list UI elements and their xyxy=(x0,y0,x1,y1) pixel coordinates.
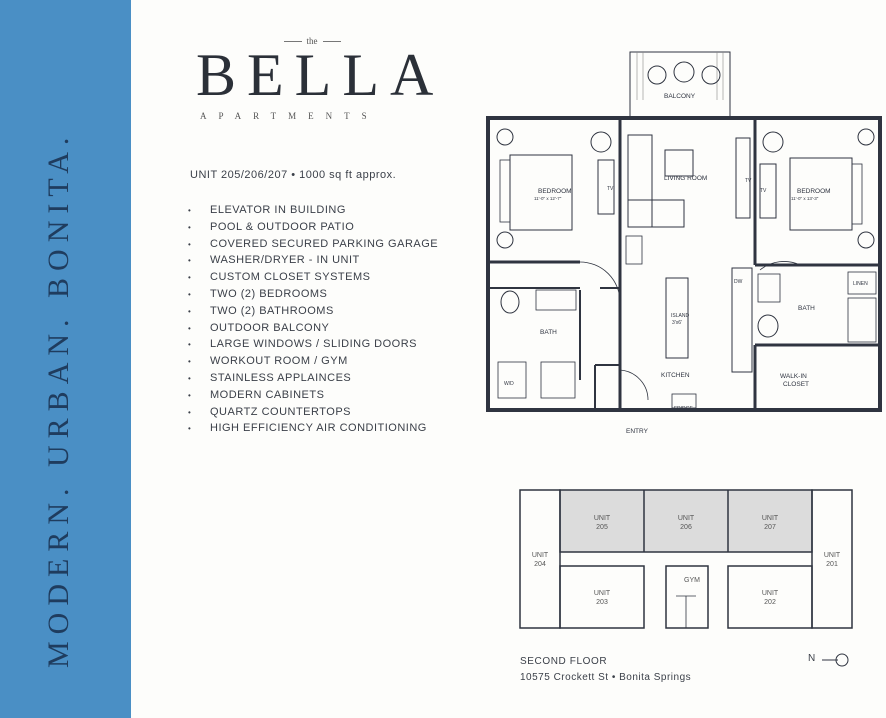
svg-text:W/D: W/D xyxy=(504,381,514,387)
svg-text:11'-0" x 13'-3": 11'-0" x 13'-3" xyxy=(791,196,819,201)
feature-item: •TWO (2) BATHROOMS xyxy=(188,304,334,317)
svg-text:205: 205 xyxy=(596,524,608,531)
address: 10575 Crockett St • Bonita Springs xyxy=(520,672,692,683)
north-label: N xyxy=(808,653,816,664)
svg-text:WALK-IN: WALK-IN xyxy=(780,373,807,380)
feature-list: •ELEVATOR IN BUILDING •POOL & OUTDOOR PA… xyxy=(188,202,438,437)
feature-item: •CUSTOM CLOSET SYSTEMS xyxy=(188,271,371,284)
svg-text:UNIT: UNIT xyxy=(762,515,779,522)
feature-item: •ELEVATOR IN BUILDING xyxy=(188,204,346,216)
svg-text:DW: DW xyxy=(734,279,743,285)
svg-text:UNIT: UNIT xyxy=(824,552,841,559)
svg-text:UNIT: UNIT xyxy=(762,590,779,597)
svg-text:GYM: GYM xyxy=(684,577,700,584)
svg-text:202: 202 xyxy=(764,599,776,606)
svg-text:11'-0" x 12'-7": 11'-0" x 12'-7" xyxy=(534,196,562,201)
svg-text:BATH: BATH xyxy=(798,305,815,312)
floor-label: SECOND FLOOR xyxy=(520,656,608,667)
feature-item: •MODERN CABINETS xyxy=(188,388,325,401)
svg-text:KITCHEN: KITCHEN xyxy=(661,372,690,379)
feature-item: •WORKOUT ROOM / GYM xyxy=(188,355,348,368)
feature-item: •WASHER/DRYER - IN UNIT xyxy=(188,254,360,267)
feature-item: •STAINLESS APPLAINCES xyxy=(188,371,352,384)
svg-text:ISLAND: ISLAND xyxy=(671,313,689,319)
svg-text:UNIT: UNIT xyxy=(532,552,549,559)
unit-info: UNIT 205/206/207 • 1000 sq ft approx. xyxy=(190,169,397,181)
feature-item: •LARGE WINDOWS / SLIDING DOORS xyxy=(188,338,418,351)
svg-text:UNIT: UNIT xyxy=(594,515,611,522)
svg-text:UNIT: UNIT xyxy=(594,590,611,597)
svg-text:204: 204 xyxy=(534,561,546,568)
svg-text:UNIT: UNIT xyxy=(678,515,695,522)
svg-text:TV: TV xyxy=(745,178,752,184)
svg-text:BATH: BATH xyxy=(540,329,557,336)
feature-item: •HIGH EFFICIENCY AIR CONDITIONING xyxy=(188,422,427,435)
svg-text:207: 207 xyxy=(764,524,776,531)
feature-item: •QUARTZ COUNTERTOPS xyxy=(188,405,352,418)
logo-name: BELLA xyxy=(196,42,445,108)
svg-text:FRIDGE: FRIDGE xyxy=(674,406,694,412)
feature-item: •POOL & OUTDOOR PATIO xyxy=(188,220,355,233)
svg-text:TV: TV xyxy=(607,186,614,192)
logo-the: the xyxy=(272,36,352,46)
svg-text:203: 203 xyxy=(596,599,608,606)
svg-text:BEDROOM: BEDROOM xyxy=(797,188,831,195)
sidebar-tagline: MODERN. URBAN. BONITA. xyxy=(42,130,75,668)
feature-item: •COVERED SECURED PARKING GARAGE xyxy=(188,237,439,250)
feature-item: •OUTDOOR BALCONY xyxy=(188,321,330,334)
svg-text:BEDROOM: BEDROOM xyxy=(538,188,572,195)
north-arrow-icon xyxy=(822,653,849,667)
svg-text:CLOSET: CLOSET xyxy=(783,381,809,388)
svg-text:BALCONY: BALCONY xyxy=(664,93,696,100)
svg-text:201: 201 xyxy=(826,561,838,568)
svg-text:TV: TV xyxy=(760,188,767,194)
sidebar: MODERN. URBAN. BONITA. xyxy=(0,0,131,718)
svg-text:LIVING ROOM: LIVING ROOM xyxy=(664,175,707,182)
svg-text:LINEN: LINEN xyxy=(853,281,868,287)
unit-floor-plan: BALCONY BEDROOM 11'-0" x 12'-7" LIVING R… xyxy=(486,51,882,435)
svg-text:206: 206 xyxy=(680,524,692,531)
feature-item: •TWO (2) BEDROOMS xyxy=(188,287,328,300)
logo-subtitle: APARTMENTS xyxy=(200,111,379,121)
svg-text:3'x6': 3'x6' xyxy=(672,320,682,326)
svg-text:ENTRY: ENTRY xyxy=(626,428,649,435)
